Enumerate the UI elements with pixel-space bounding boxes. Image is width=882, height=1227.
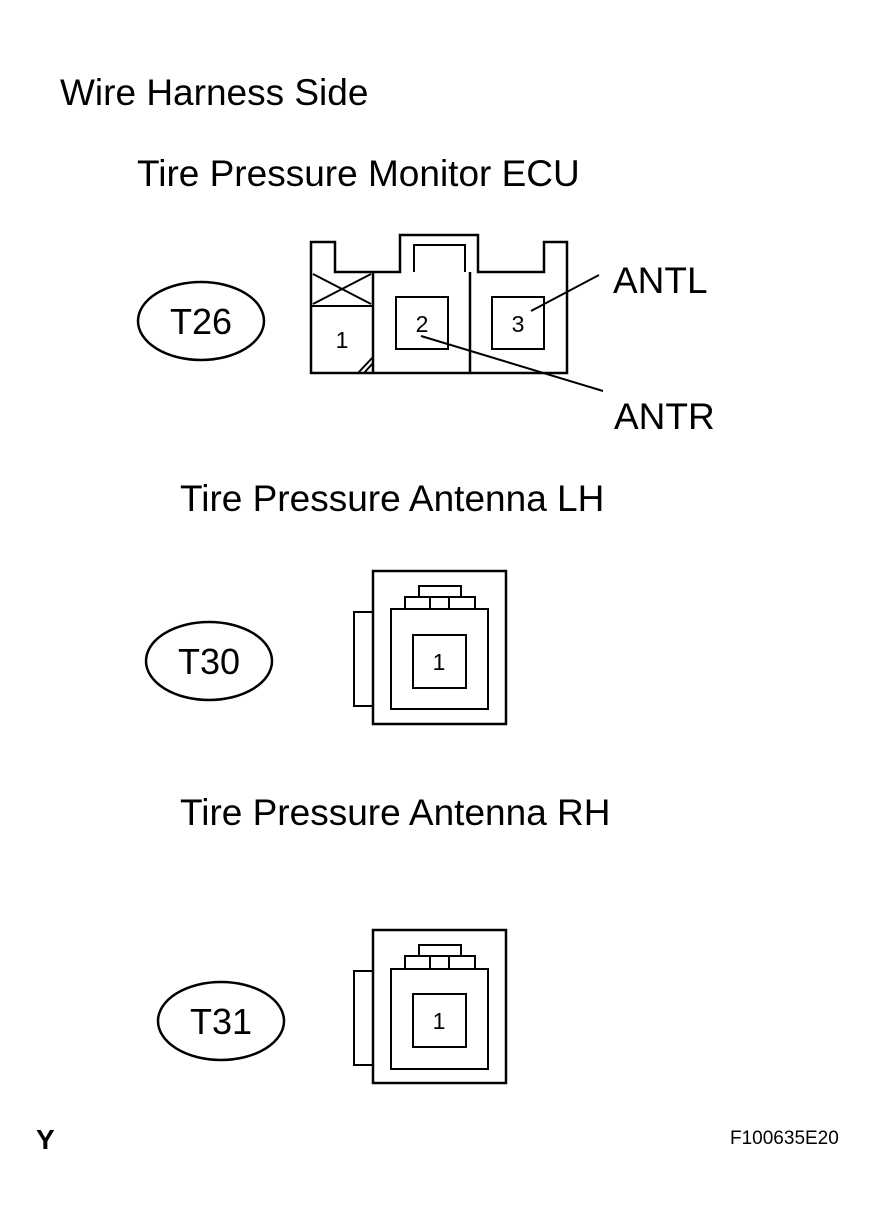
antenna-lh-code: T30 — [144, 620, 274, 702]
ecu-pin-2: 2 — [416, 311, 429, 337]
antenna-rh-title: Tire Pressure Antenna RH — [180, 792, 611, 833]
antenna-lh-connector: 1 — [353, 569, 508, 726]
ecu-connector: 1 2 3 — [309, 233, 604, 392]
ecu-connector-code: T26 — [136, 280, 266, 362]
antl-leader-line — [530, 274, 600, 312]
antenna-lh-pin: 1 — [433, 649, 446, 675]
antr-label: ANTR — [614, 396, 715, 437]
ecu-pin-1: 1 — [336, 327, 349, 353]
antenna-lh-code-text: T30 — [178, 641, 240, 682]
corner-mark: Y — [36, 1124, 55, 1155]
ecu-code-text: T26 — [170, 301, 232, 342]
antr-leader-line — [420, 335, 604, 392]
antenna-rh-code: T31 — [156, 980, 286, 1062]
antenna-rh-connector: 1 — [353, 928, 508, 1085]
ecu-pin3-box — [491, 296, 545, 350]
figure-id: F100635E20 — [730, 1128, 839, 1149]
antenna-rh-code-text: T31 — [190, 1001, 252, 1042]
ecu-title: Tire Pressure Monitor ECU — [137, 153, 580, 194]
ecu-pin2-box — [395, 296, 449, 350]
antenna-rh-pin: 1 — [433, 1008, 446, 1034]
antl-label: ANTL — [613, 260, 708, 301]
page-title: Wire Harness Side — [60, 72, 369, 113]
antenna-lh-title: Tire Pressure Antenna LH — [180, 478, 605, 519]
ecu-pin-3: 3 — [512, 311, 525, 337]
